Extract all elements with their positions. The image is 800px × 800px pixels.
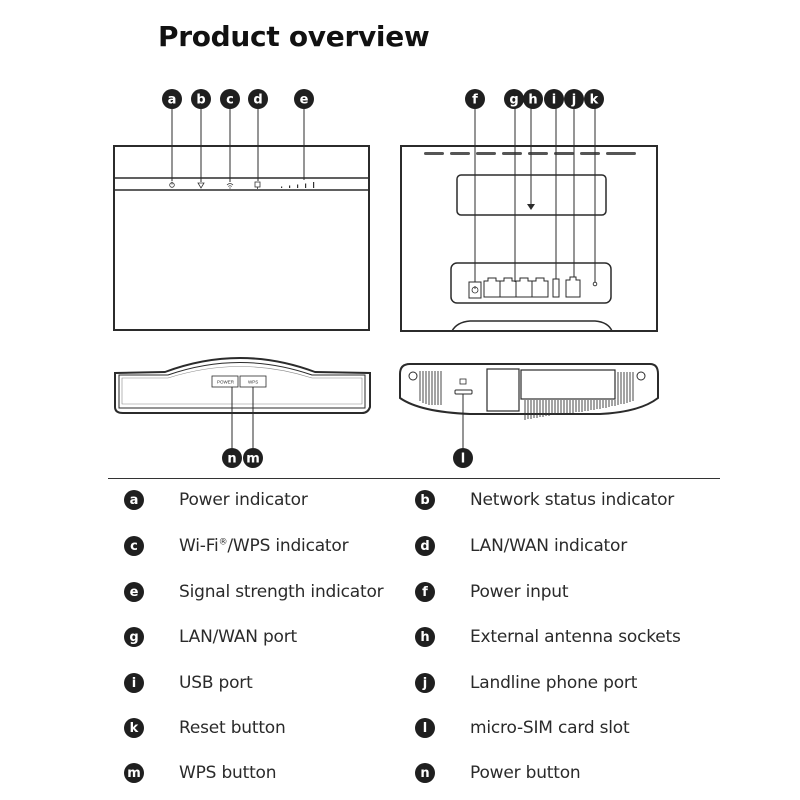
legend-label: LAN/WAN indicator: [470, 536, 627, 556]
legend-label: Power button: [470, 763, 581, 783]
grille-left: [419, 371, 442, 405]
legend-item-f: f: [415, 580, 435, 604]
section-divider: [108, 478, 720, 479]
legend-badge: m: [124, 763, 144, 783]
port-panel: [450, 262, 612, 304]
reset-hole: [592, 281, 598, 287]
legend-item-h: h: [415, 625, 435, 649]
wifi-indicator-icon: [226, 183, 234, 189]
router-back-view: [400, 108, 658, 332]
legend-item-a: a: [124, 488, 144, 512]
svg-text:e: e: [300, 93, 309, 108]
callout-a: a: [162, 89, 182, 109]
svg-text:j: j: [571, 93, 576, 108]
legend-label: micro-SIM card slot: [470, 718, 630, 738]
legend-item-j: j: [415, 671, 435, 695]
legend-badge: l: [415, 718, 435, 738]
legend-item-d: d: [415, 534, 435, 558]
svg-text:g: g: [509, 93, 518, 108]
registered-mark: ®: [218, 537, 228, 548]
legend-label: Reset button: [179, 718, 286, 738]
legend-label: Wi-Fi®/WPS indicator: [179, 536, 349, 556]
micro-sim-slot: [454, 389, 473, 395]
legend-badge: b: [415, 490, 435, 510]
legend-item-c: c: [124, 534, 144, 558]
legend-label: External antenna sockets: [470, 627, 681, 647]
legend-item-m: m: [124, 761, 144, 785]
router-diagram: POWER WPS: [113, 89, 659, 468]
legend-label: LAN/WAN port: [179, 627, 298, 647]
power-input-port: [468, 281, 482, 299]
svg-text:c: c: [226, 93, 234, 108]
legend-badge: a: [124, 490, 144, 510]
legend-label: Network status indicator: [470, 490, 675, 510]
callout-g: g: [504, 89, 524, 109]
signal-strength-icon: [281, 182, 315, 188]
svg-text:h: h: [528, 93, 537, 108]
svg-text:l: l: [461, 452, 465, 467]
callout-l: l: [453, 448, 473, 468]
callout-h: h: [523, 89, 543, 109]
grille-right: [524, 372, 634, 420]
legend-item-k: k: [124, 716, 144, 740]
legend-item-n: n: [415, 761, 435, 785]
router-bottom-view: [399, 363, 659, 448]
router-front-view: [113, 108, 370, 331]
callout-n: n: [222, 448, 242, 468]
legend-label-part: Wi-Fi: [179, 536, 219, 556]
legend-item-e: e: [124, 580, 144, 604]
power-key-label: POWER: [217, 380, 235, 385]
legend-badge: d: [415, 536, 435, 556]
svg-text:f: f: [472, 93, 478, 108]
legend-badge: n: [415, 763, 435, 783]
legend-badge: e: [124, 582, 144, 602]
network-status-icon: [197, 182, 205, 189]
legend-item-g: g: [124, 625, 144, 649]
callout-e: e: [294, 89, 314, 109]
usb-port: [552, 278, 560, 298]
callout-d: d: [248, 89, 268, 109]
power-indicator-icon: [169, 181, 175, 188]
legend-badge: h: [415, 627, 435, 647]
router-top-view: POWER WPS: [114, 357, 371, 448]
legend-badge: i: [124, 673, 144, 693]
legend-badge: j: [415, 673, 435, 693]
svg-text:m: m: [246, 452, 260, 467]
callout-m: m: [243, 448, 263, 468]
vent-slots: [424, 152, 636, 155]
phone-port: [565, 276, 581, 298]
svg-text:i: i: [552, 93, 556, 108]
legend-label: Signal strength indicator: [179, 582, 384, 602]
svg-text:b: b: [196, 93, 205, 108]
svg-text:k: k: [590, 93, 599, 108]
callout-f: f: [465, 89, 485, 109]
power-button-key: [211, 375, 239, 388]
svg-text:d: d: [253, 93, 262, 108]
callout-c: c: [220, 89, 240, 109]
lan-wan-indicator-icon: [254, 181, 261, 189]
legend-label: Power input: [470, 582, 569, 602]
svg-text:n: n: [227, 452, 236, 467]
legend-item-l: l: [415, 716, 435, 740]
legend-item-i: i: [124, 671, 144, 695]
legend-label: USB port: [179, 673, 253, 693]
legend-label: Landline phone port: [470, 673, 638, 693]
legend-badge: f: [415, 582, 435, 602]
callout-b: b: [191, 89, 211, 109]
callout-k: k: [584, 89, 604, 109]
callout-i: i: [544, 89, 564, 109]
sim-slot-area: [454, 378, 473, 395]
legend-badge: g: [124, 627, 144, 647]
svg-text:a: a: [168, 93, 177, 108]
legend-label: WPS button: [179, 763, 277, 783]
wps-key-label: WPS: [248, 380, 258, 385]
legend-item-b: b: [415, 488, 435, 512]
legend-label-part: /WPS indicator: [227, 536, 349, 556]
lan-wan-ports: [483, 277, 549, 298]
page-title: Product overview: [158, 20, 430, 53]
legend-badge: c: [124, 536, 144, 556]
legend-label: Power indicator: [179, 490, 308, 510]
legend-badge: k: [124, 718, 144, 738]
callout-j: j: [564, 89, 584, 109]
